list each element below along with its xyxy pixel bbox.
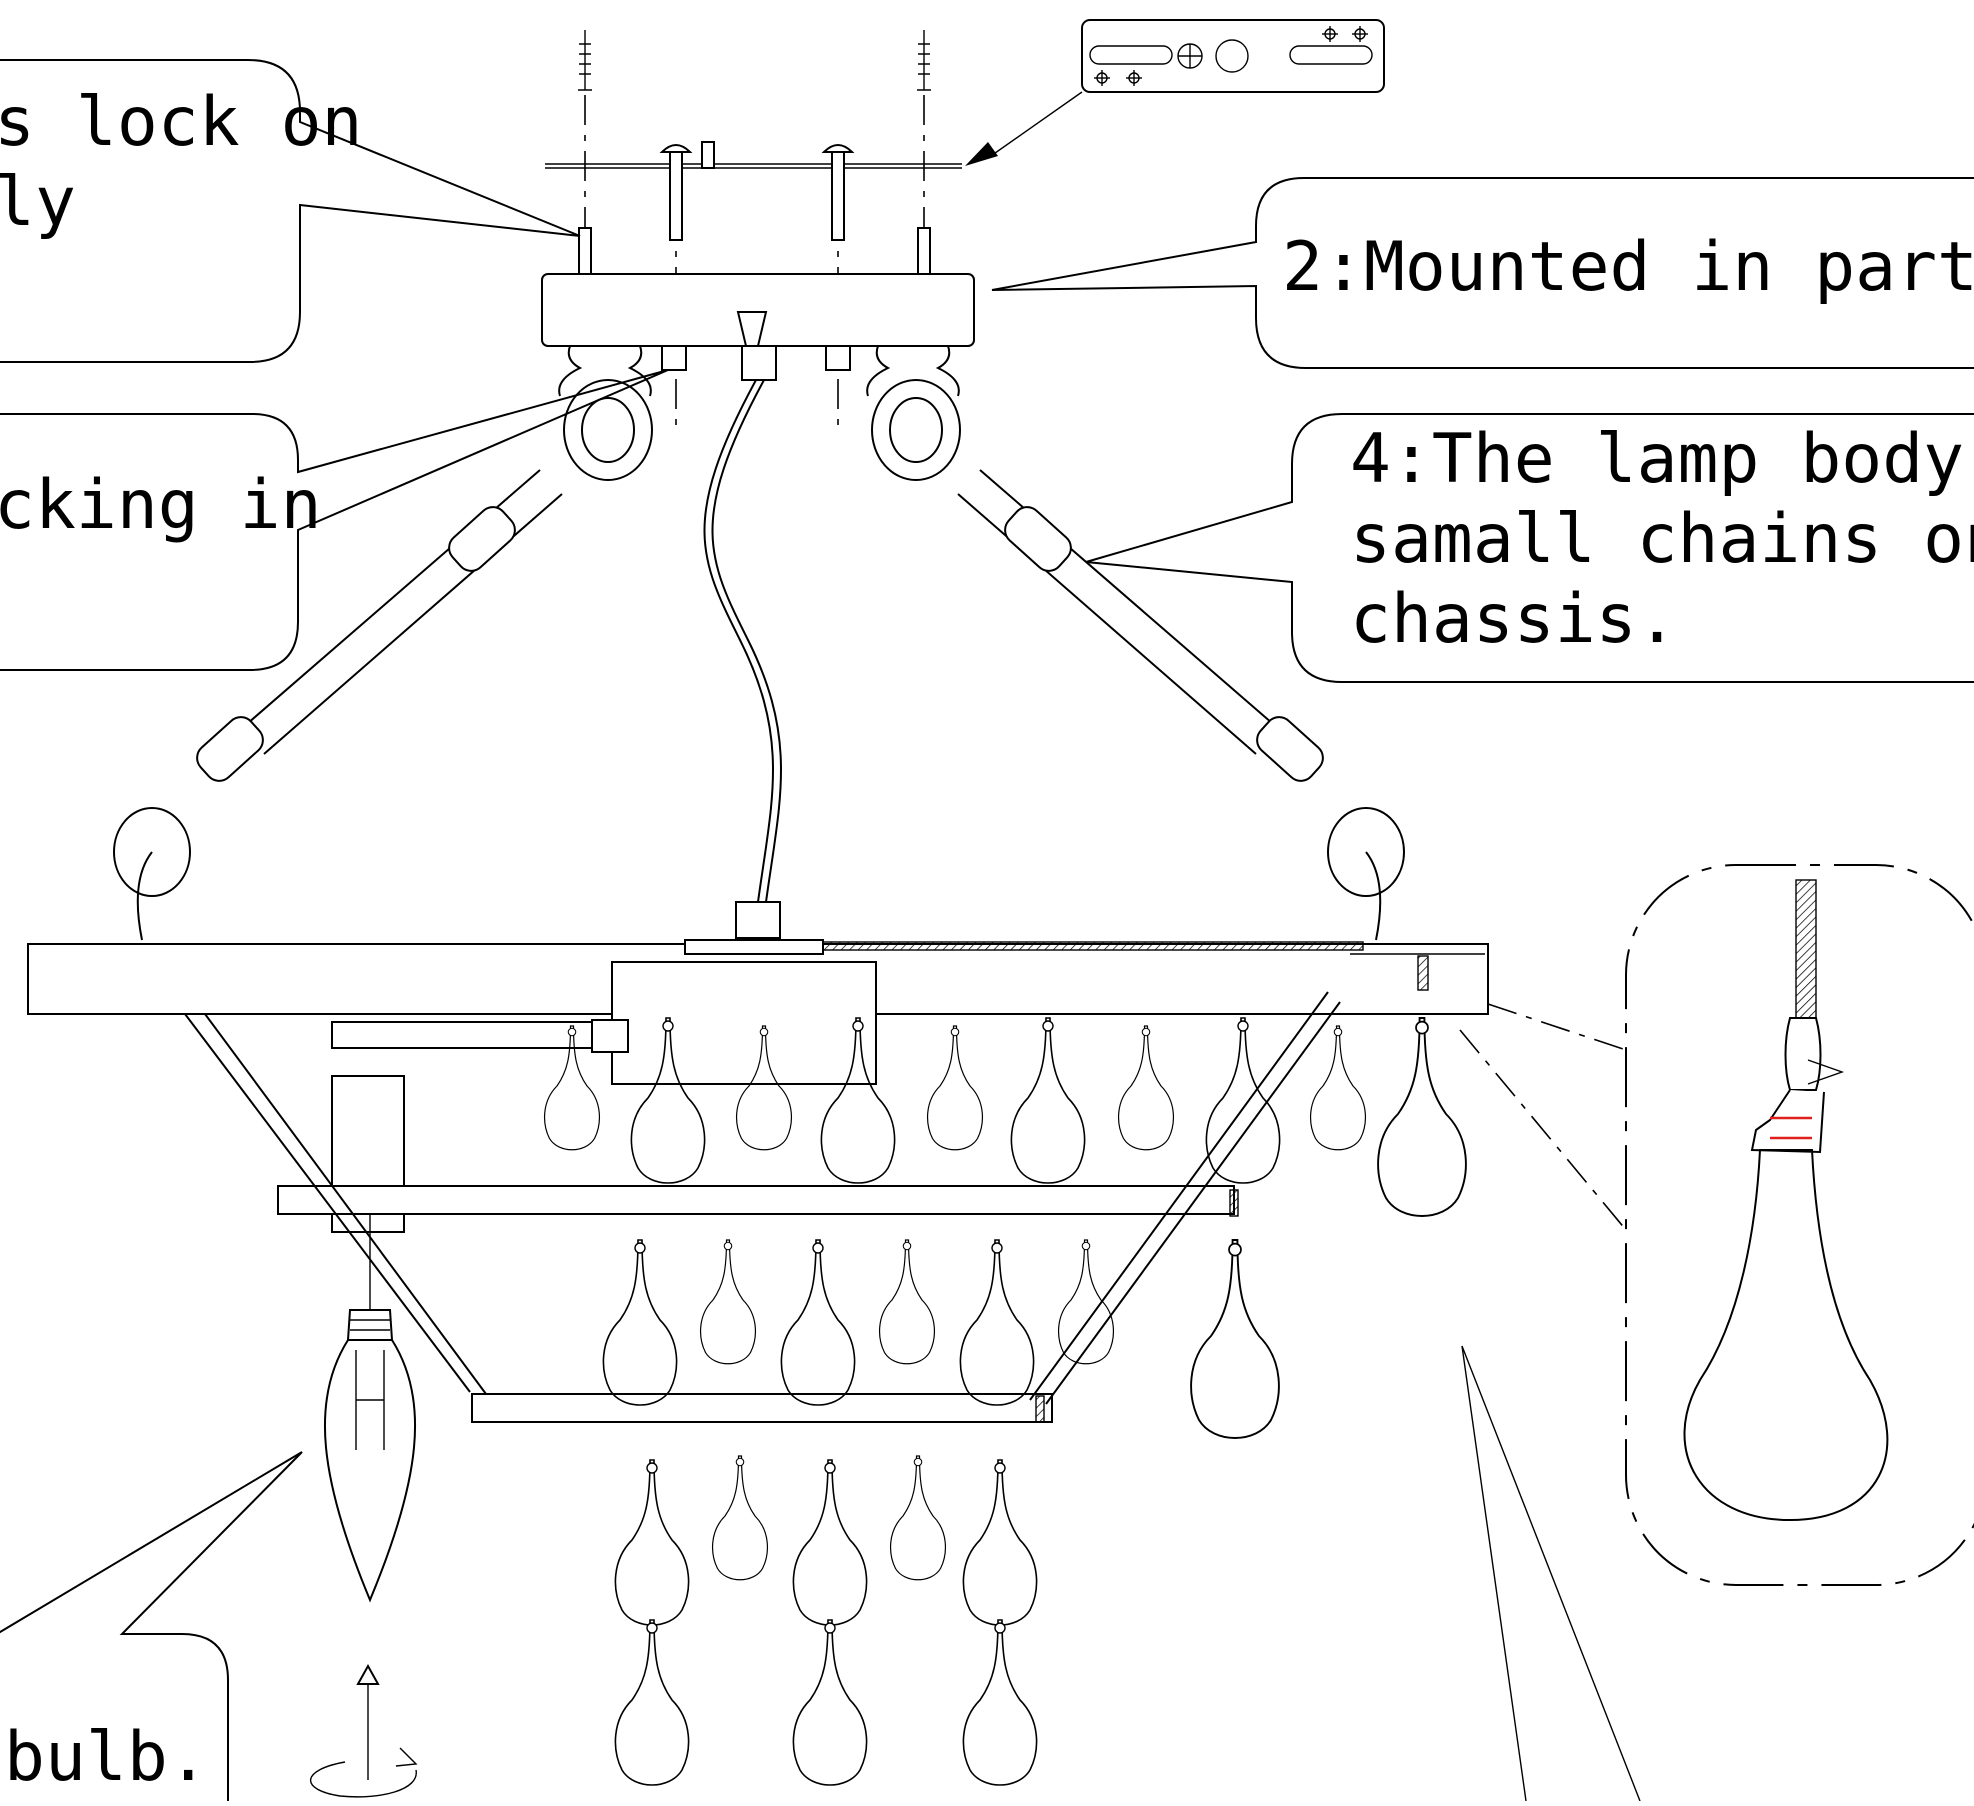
callout-5-text: bulb. <box>4 1718 209 1797</box>
callout-step-5: bulb. <box>0 1451 303 1806</box>
power-cord <box>703 379 782 939</box>
leader-arrow-icon <box>965 91 1083 166</box>
canopy-hooks <box>558 345 961 481</box>
lamp-frame <box>27 939 1489 1423</box>
callout-1-line-1: s lock on <box>0 83 362 162</box>
callout-4-line-1: 4:The lamp body wit <box>1350 420 1974 499</box>
callout-1-line-2: ly <box>0 163 76 242</box>
suspension-chains <box>113 469 1405 941</box>
callout-4-line-3: chassis. <box>1350 580 1678 659</box>
crystal-leader-lines <box>1461 1345 1641 1802</box>
callout-4-line-2: samall chains on th <box>1350 500 1974 579</box>
ceiling-plate <box>545 163 962 169</box>
callout-step-4: 4:The lamp body wit samall chains on th … <box>1085 413 1974 683</box>
light-bulb <box>323 1214 417 1603</box>
callout-step-2: 2:Mounted in particul <box>991 177 1974 369</box>
canopy <box>541 273 975 381</box>
callout-step-3: cking in <box>0 369 669 671</box>
mounting-bracket-detail <box>1081 19 1385 93</box>
callout-2-text: 2:Mounted in particul <box>1282 228 1974 307</box>
callout-3-text: cking in <box>0 466 322 545</box>
rotate-arrow-icon <box>310 1663 418 1798</box>
detail-inset <box>1459 864 1974 1586</box>
callout-step-1: s lock on ly <box>0 59 581 363</box>
